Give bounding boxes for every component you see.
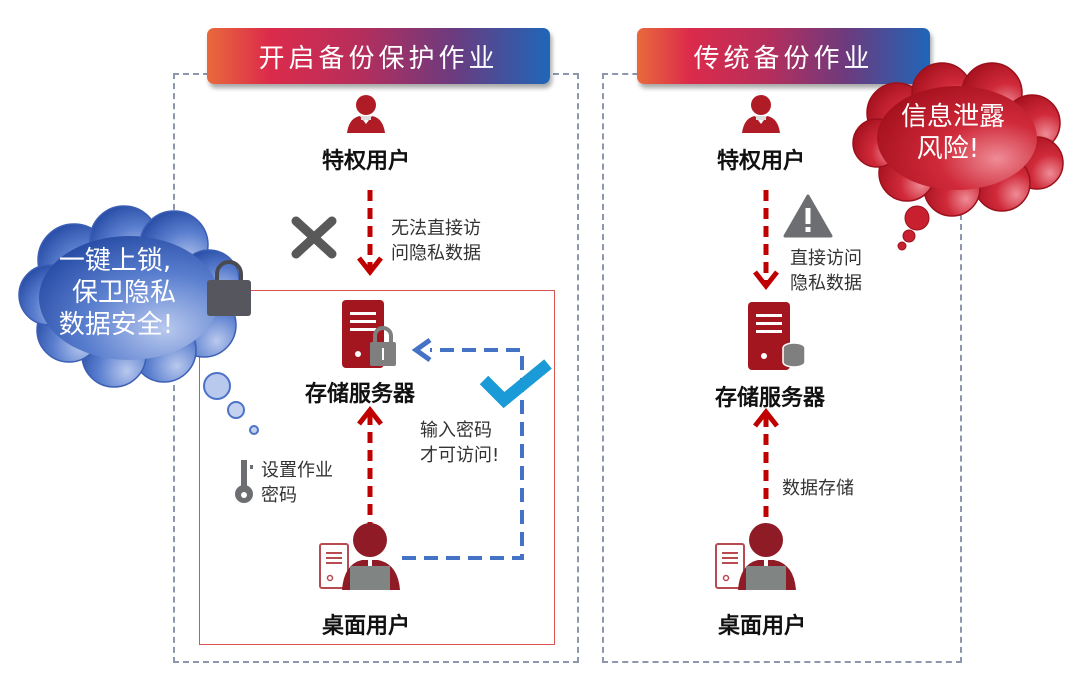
blocked-note-line2: 问隐私数据 xyxy=(391,243,481,264)
password-note-line2: 才可访问! xyxy=(420,445,500,466)
right-desktop-user-label: 桌面用户 xyxy=(717,614,806,639)
right-desktop-user-icon xyxy=(715,523,796,590)
blocked-note-line1: 无法直接访 xyxy=(391,218,481,239)
left-desktop-user-icon xyxy=(319,523,400,590)
privileged-user-icon xyxy=(347,95,385,133)
right-direct-access-arrow xyxy=(753,190,779,291)
security-cloud-line3: 数据安全! xyxy=(58,310,174,340)
risk-thought-cloud xyxy=(852,62,1064,251)
locked-storage-server-icon xyxy=(342,300,396,368)
left-storage-server-label: 存储服务器 xyxy=(304,382,415,407)
left-privileged-user-label: 特权用户 xyxy=(321,149,410,174)
risk-cloud-line1: 信息泄露 xyxy=(900,102,1005,132)
left-blocked-access-arrow xyxy=(357,190,383,277)
left-data-store-arrow xyxy=(357,405,383,524)
right-storage-server-label: 存储服务器 xyxy=(714,386,825,411)
password-note-line1: 输入密码 xyxy=(420,420,492,441)
protected-zone-box xyxy=(199,290,555,645)
allowed-check-icon xyxy=(479,359,552,409)
right-data-store-arrow xyxy=(753,407,779,522)
padlock-icon xyxy=(207,260,251,316)
direct-note-line2: 隐私数据 xyxy=(790,273,862,294)
risk-cloud-line2: 风险! xyxy=(916,134,980,164)
store-note: 数据存储 xyxy=(782,478,854,499)
left-panel-title: 开启备份保护作业 xyxy=(207,28,550,84)
right-privileged-user-icon xyxy=(742,95,780,133)
right-panel-title: 传统备份作业 xyxy=(637,28,930,84)
direct-note-line1: 直接访问 xyxy=(790,248,862,269)
security-cloud-line2: 保卫隐私 xyxy=(71,278,176,308)
set-password-line2: 密码 xyxy=(261,485,297,506)
key-icon xyxy=(235,460,253,503)
security-cloud-line1: 一键上锁, xyxy=(58,246,172,276)
right-privileged-user-label: 特权用户 xyxy=(716,149,805,174)
password-access-path xyxy=(402,337,524,560)
right-storage-server-icon xyxy=(748,302,806,370)
warning-icon xyxy=(783,194,833,238)
denied-x-icon xyxy=(291,216,337,259)
set-password-line1: 设置作业 xyxy=(261,460,333,481)
left-desktop-user-label: 桌面用户 xyxy=(321,614,410,639)
